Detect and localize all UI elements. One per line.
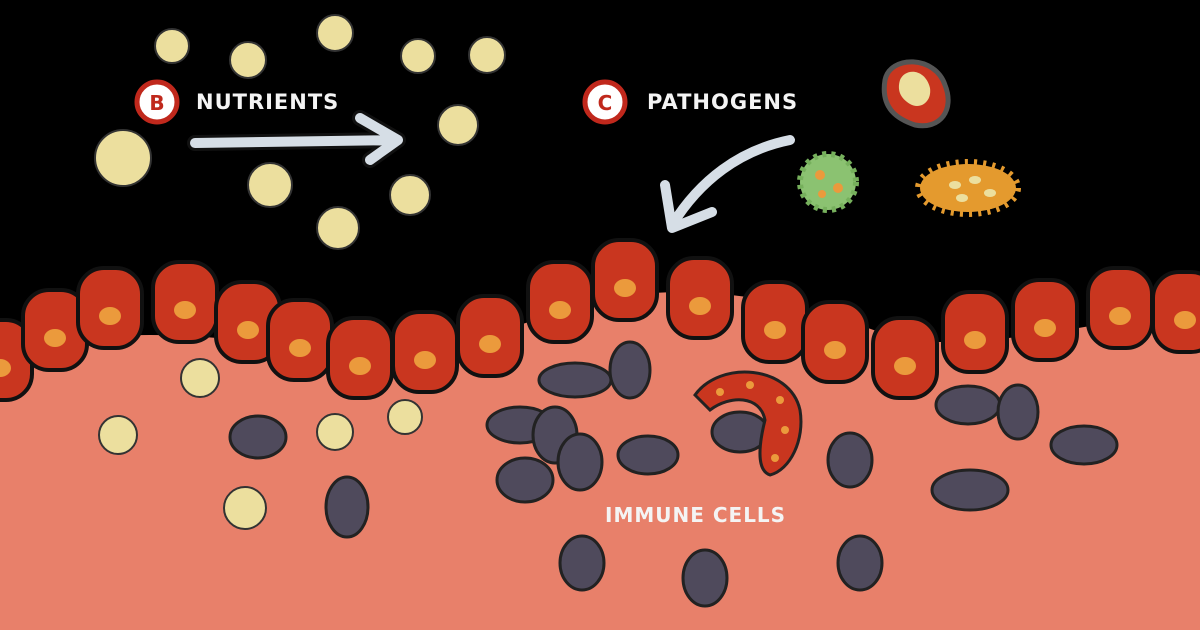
pathogens-arrow-icon — [660, 135, 795, 233]
immune-cell — [495, 456, 555, 504]
immune-cell — [228, 414, 288, 460]
cell-nucleus — [549, 301, 571, 319]
pathogen-green-icon — [797, 151, 859, 213]
cell-nucleus — [99, 307, 121, 325]
immune-cell — [826, 431, 874, 489]
nutrient-particle — [400, 38, 436, 74]
immune-cells-label: IMMUNE CELLS — [605, 503, 786, 527]
nutrient-particle — [316, 206, 360, 250]
pathogen-orange-spiky-icon — [915, 159, 1021, 217]
cell-nucleus — [237, 321, 259, 339]
immune-cell-group — [228, 340, 1119, 608]
nutrient-particle — [247, 162, 293, 208]
nutrient-particle — [387, 399, 423, 435]
cell-nucleus — [824, 341, 846, 359]
nutrient-particle — [316, 413, 354, 451]
immune-cell — [616, 434, 680, 476]
nutrients-text: NUTRIENTS — [196, 90, 339, 114]
cell-nucleus — [289, 339, 311, 357]
immune-cell — [996, 383, 1040, 441]
badge-b-text: B — [149, 91, 164, 115]
cell-nucleus — [0, 359, 11, 377]
cell-nucleus — [764, 321, 786, 339]
engulfed-pathogen-icon — [693, 370, 803, 477]
immune-cell — [558, 534, 606, 592]
immune-cell — [1049, 424, 1119, 466]
cell-nucleus — [414, 351, 436, 369]
nutrient-particle — [389, 174, 431, 216]
immune-cell — [556, 432, 604, 492]
cell-nucleus — [1034, 319, 1056, 337]
nutrient-particle — [223, 486, 267, 530]
immune-cell — [836, 534, 884, 592]
cell-nucleus — [964, 331, 986, 349]
nutrient-particle — [180, 358, 220, 398]
nutrient-particle — [229, 41, 267, 79]
pathogens-label: C PATHOGENS — [582, 79, 798, 125]
cell-nucleus — [614, 279, 636, 297]
immune-cell — [681, 548, 729, 608]
nutrients-label: B NUTRIENTS — [134, 79, 339, 125]
badge-c-text: C — [598, 91, 613, 115]
cell-nucleus — [894, 357, 916, 375]
nutrient-particle — [468, 36, 506, 74]
nutrient-particle — [98, 415, 138, 455]
cell-nucleus — [689, 297, 711, 315]
nutrient-particle — [154, 28, 190, 64]
immune-cell — [608, 340, 652, 400]
nutrient-particles — [94, 14, 506, 530]
nutrient-particle — [437, 104, 479, 146]
cell-nucleus — [479, 335, 501, 353]
cell-nucleus — [174, 301, 196, 319]
pathogens-text: PATHOGENS — [647, 90, 798, 114]
cell-nucleus — [1109, 307, 1131, 325]
epithelial-cell — [1151, 270, 1200, 354]
nutrient-particle — [94, 129, 152, 187]
badge-b — [134, 79, 180, 125]
immune-cell — [930, 468, 1010, 512]
immune-cell — [934, 384, 1002, 426]
immune-cell — [324, 475, 370, 539]
immune-cell — [537, 361, 613, 399]
cell-nucleus — [349, 357, 371, 375]
badge-c — [582, 79, 628, 125]
epithelial-cells — [0, 238, 1200, 402]
nutrients-arrow-icon — [190, 113, 403, 165]
cell-nucleus — [1174, 311, 1196, 329]
cell-nucleus — [44, 329, 66, 347]
nutrient-particle — [316, 14, 354, 52]
pathogen-kidney-icon — [881, 59, 951, 129]
